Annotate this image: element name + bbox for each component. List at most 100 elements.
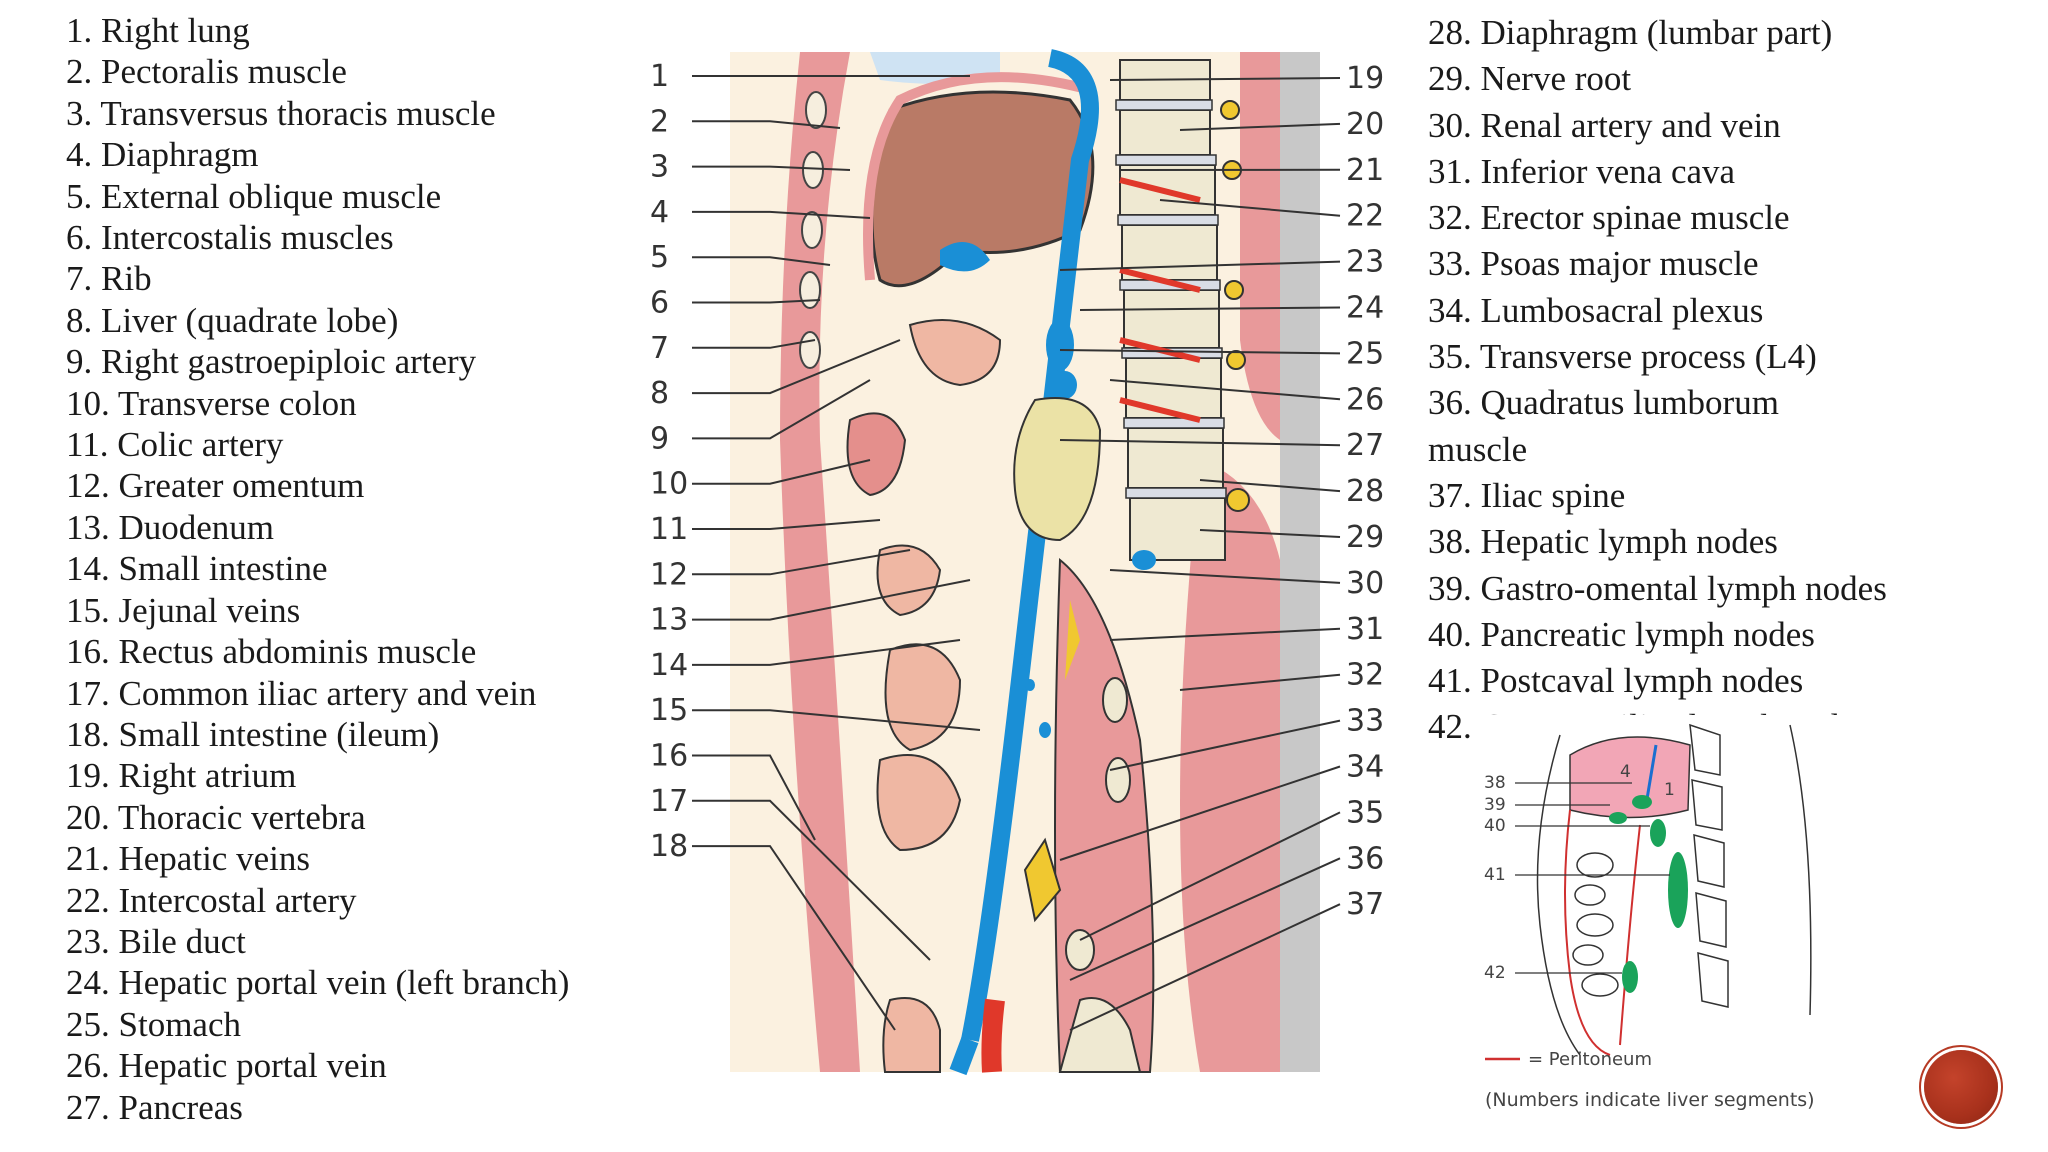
legend-item: 14. Small intestine	[66, 549, 328, 589]
inset-node-label: 42	[1484, 963, 1506, 983]
diagram-number-label: 5	[650, 240, 669, 275]
legend-item: muscle	[1428, 429, 1528, 469]
legend-item: 33. Psoas major muscle	[1428, 244, 1759, 284]
diaphragm	[863, 72, 1092, 281]
legend-item: 26. Hepatic portal vein	[66, 1046, 387, 1086]
common-iliac-artery	[981, 998, 1005, 1073]
legend-item: 1. Right lung	[66, 11, 250, 50]
diagram-number-label: 13	[650, 603, 688, 638]
legend-item: 17. Common iliac artery and vein	[66, 673, 537, 713]
inset-node-label: 40	[1484, 816, 1506, 836]
diagram-number-label: 12	[650, 557, 688, 592]
legend-item: 20. Thoracic vertebra	[66, 797, 366, 837]
leader-line	[692, 549, 911, 576]
leader-line	[692, 845, 896, 1031]
circle-button-icon[interactable]	[1924, 1050, 1998, 1124]
leader-line	[1079, 306, 1341, 311]
inset-node-label: 38	[1484, 773, 1506, 793]
diagram-number-label: 24	[1346, 291, 1384, 326]
diagram-number-label: 26	[1346, 382, 1384, 417]
diagram-number-label: 19	[1346, 61, 1384, 96]
leader-line	[692, 210, 871, 219]
diagram-number-label: 1	[650, 59, 669, 94]
transverse-process-upper	[1102, 677, 1128, 723]
diagram-number-label: 3	[650, 150, 669, 185]
diagram-number-label: 7	[650, 331, 669, 366]
diagram-number-label: 35	[1346, 795, 1384, 830]
leader-line	[1069, 903, 1341, 1031]
diagram-number-label: 32	[1346, 658, 1384, 693]
diagram-number-label: 11	[650, 512, 688, 547]
legend-item: 27. Pancreas	[66, 1087, 243, 1127]
peritoneum-legend-label: = Peritoneum	[1528, 1049, 1652, 1070]
diagram-number-label: 33	[1346, 704, 1384, 739]
legend-item: 11. Colic artery	[66, 425, 284, 465]
leader-line	[692, 120, 841, 129]
legend-item: 16. Rectus abdominis muscle	[66, 632, 477, 672]
leader-line	[692, 579, 971, 621]
legend-item: 23. Bile duct	[66, 921, 246, 961]
legend-item: 25. Stomach	[66, 1004, 241, 1044]
legend-item: 2. Pectoralis muscle	[66, 52, 347, 92]
legend-item: 30. Renal artery and vein	[1428, 105, 1781, 145]
inset-hepatic-vein	[1644, 744, 1658, 806]
inset-caption: (Numbers indicate liver segments)	[1485, 1089, 1815, 1111]
diagram-number-label: 30	[1346, 566, 1384, 601]
legend-item: 12. Greater omentum	[66, 466, 365, 506]
legend-item: 32. Erector spinae muscle	[1428, 198, 1790, 238]
legend-item: 19. Right atrium	[66, 756, 297, 796]
inset-liver	[1569, 736, 1691, 819]
inset-intestines	[1572, 852, 1619, 997]
legend-item: 38. Hepatic lymph nodes	[1428, 522, 1778, 562]
legend-item: 40. Pancreatic lymph nodes	[1428, 614, 1815, 654]
legend-item: 31. Inferior vena cava	[1428, 151, 1736, 191]
legend-item: 6. Intercostalis muscles	[66, 218, 394, 258]
leader-line	[692, 339, 901, 395]
stomach	[908, 319, 1002, 387]
leader-line	[692, 299, 821, 304]
leader-line	[1059, 439, 1341, 447]
pancreas	[1013, 397, 1102, 542]
liver	[870, 90, 1095, 288]
lumbosacral-plexus	[1023, 837, 1062, 923]
diagram-number-label: 18	[650, 829, 688, 864]
leader-line	[1109, 379, 1341, 401]
legend-item: 13. Duodenum	[66, 507, 275, 547]
leader-line	[692, 519, 881, 530]
legend-item: 15. Jejunal veins	[66, 590, 301, 630]
legend-item: 34. Lumbosacral plexus	[1428, 290, 1764, 330]
duodenum	[876, 544, 942, 617]
diagram-number-label: 16	[650, 739, 688, 774]
diagram-number-label: 25	[1346, 336, 1384, 371]
legend-item: 39. Gastro-omental lymph nodes	[1428, 568, 1887, 608]
leader-line	[1079, 811, 1341, 941]
small-intestine-lower	[876, 754, 962, 852]
legend-item: 22. Intercostal artery	[66, 880, 357, 920]
leader-line	[692, 754, 816, 841]
inset-segment-label: 4	[1620, 762, 1631, 782]
legend-item: 24. Hepatic portal vein (left branch)	[66, 963, 570, 1003]
diagram-number-label: 8	[650, 376, 669, 411]
diagram-number-label: 10	[650, 467, 688, 502]
ileum	[882, 997, 941, 1073]
right-leader-lines	[1059, 77, 1341, 1031]
legend-item: 3. Transversus thoracis muscle	[66, 93, 496, 133]
diagram-number-label: 31	[1346, 612, 1384, 647]
diagram-number-label: 6	[650, 286, 669, 321]
legend-item: 35. Transverse process (L4)	[1428, 337, 1817, 377]
diagram-number-label: 2	[650, 104, 669, 139]
diagram-number-label: 9	[650, 421, 669, 456]
inset-segment-label: 1	[1664, 780, 1675, 800]
posterior-muscle-upper	[1240, 52, 1280, 440]
diagram-number-label: 21	[1346, 153, 1384, 188]
leader-line	[692, 379, 871, 440]
diagram-number-label: 36	[1346, 841, 1384, 876]
legend-item: 37. Iliac spine	[1428, 475, 1626, 515]
inset-lymph-nodes	[1609, 795, 1688, 993]
leader-line	[1199, 529, 1341, 538]
diagram-number-label: 17	[650, 784, 688, 819]
leader-line	[1109, 569, 1341, 584]
legend-item: 21. Hepatic veins	[66, 839, 310, 879]
